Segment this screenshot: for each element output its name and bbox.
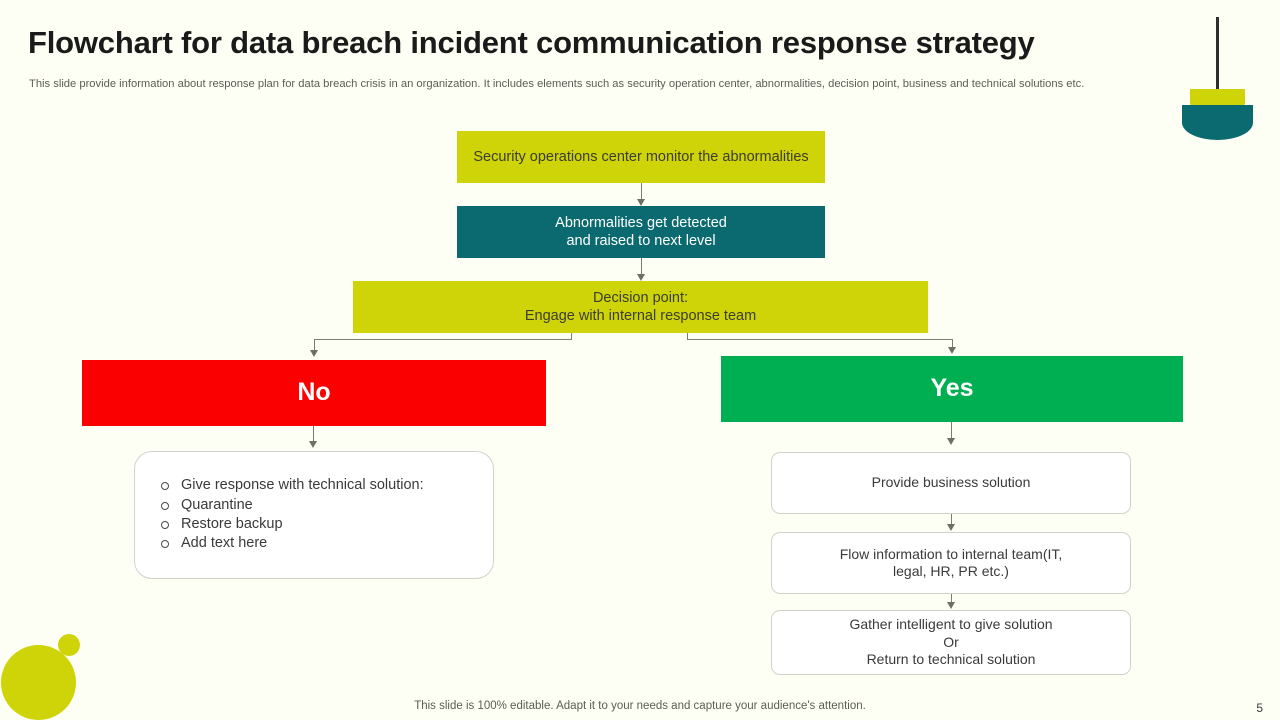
connector-line-decision-right-to-yes	[952, 339, 953, 348]
flow-node-decision-line1: Decision point:	[592, 289, 689, 306]
flow-node-gather-line2: Or	[943, 633, 959, 650]
connector-arrow-abnormalities-to-decision	[637, 274, 645, 281]
flow-node-decision-point[interactable]: Decision point: Engage with internal res…	[353, 281, 928, 333]
flow-node-flow-information[interactable]: Flow information to internal team(IT, le…	[771, 532, 1131, 594]
connector-line-no-to-technical	[313, 426, 314, 442]
flow-node-branch-no-label: No	[297, 378, 331, 407]
flow-node-abnormalities-line1: Abnormalities get detected	[555, 214, 727, 231]
list-item: Add text here	[161, 534, 493, 553]
page-title: Flowchart for data breach incident commu…	[28, 25, 1035, 60]
flow-node-security-operations[interactable]: Security operations center monitor the a…	[457, 131, 825, 183]
flow-node-business-solution-label: Provide business solution	[871, 474, 1031, 491]
flow-node-gather-line1: Gather intelligent to give solution	[849, 616, 1053, 633]
flow-node-branch-no[interactable]: No	[82, 360, 546, 426]
decorative-circle-small-icon	[58, 634, 80, 656]
connector-arrow-decision-to-no	[310, 350, 318, 357]
flow-node-business-solution[interactable]: Provide business solution	[771, 452, 1131, 514]
connector-line-decision-right-drop	[687, 333, 688, 339]
flow-node-branch-yes-label: Yes	[930, 374, 974, 403]
page-subtitle: This slide provide information about res…	[29, 78, 1085, 90]
connector-arrow-no-to-technical	[309, 441, 317, 448]
connector-arrow-decision-to-yes	[948, 347, 956, 354]
flow-node-abnormalities-line2: and raised to next level	[566, 233, 716, 249]
connector-line-flowinfo-to-gather	[951, 594, 952, 603]
connector-line-decision-left-horizontal	[314, 339, 572, 340]
connector-line-decision-right-horizontal	[687, 339, 953, 340]
list-item: Quarantine	[161, 496, 493, 515]
connector-arrow-secops-to-abnormalities	[637, 199, 645, 206]
connector-line-decision-left-drop	[571, 333, 572, 339]
pendulum-bowl-teal-icon	[1182, 105, 1253, 140]
connector-line-business-to-flowinfo	[951, 514, 952, 525]
list-item: Restore backup	[161, 515, 493, 534]
connector-arrow-business-to-flowinfo	[947, 524, 955, 531]
flow-node-branch-yes[interactable]: Yes	[721, 356, 1183, 422]
list-item: Give response with technical solution:	[161, 476, 493, 495]
footer-note: This slide is 100% editable. Adapt it to…	[414, 700, 866, 712]
page-number: 5	[1256, 701, 1263, 715]
flow-node-abnormalities-detected[interactable]: Abnormalities get detected and raised to…	[457, 206, 825, 258]
pendulum-stem-icon	[1216, 17, 1219, 111]
connector-arrow-yes-to-business	[947, 438, 955, 445]
connector-line-decision-left-to-no	[314, 339, 315, 351]
connector-line-yes-to-business	[951, 422, 952, 439]
connector-arrow-flowinfo-to-gather	[947, 602, 955, 609]
flow-node-security-operations-label: Security operations center monitor the a…	[473, 148, 809, 165]
flow-node-gather-line3: Return to technical solution	[866, 651, 1036, 668]
connector-line-secops-to-abnormalities	[641, 183, 642, 200]
technical-solutions-list: Give response with technical solution: Q…	[135, 476, 493, 553]
flow-node-technical-solutions[interactable]: Give response with technical solution: Q…	[134, 451, 494, 579]
connector-line-abnormalities-to-decision	[641, 258, 642, 275]
flow-node-flow-information-line2: legal, HR, PR etc.)	[893, 563, 1009, 579]
flow-node-flow-information-line1: Flow information to internal team(IT,	[839, 545, 1063, 562]
flow-node-decision-line2: Engage with internal response team	[524, 308, 757, 324]
flow-node-gather-intelligence[interactable]: Gather intelligent to give solution Or R…	[771, 610, 1131, 675]
decorative-circle-large-icon	[1, 645, 76, 720]
